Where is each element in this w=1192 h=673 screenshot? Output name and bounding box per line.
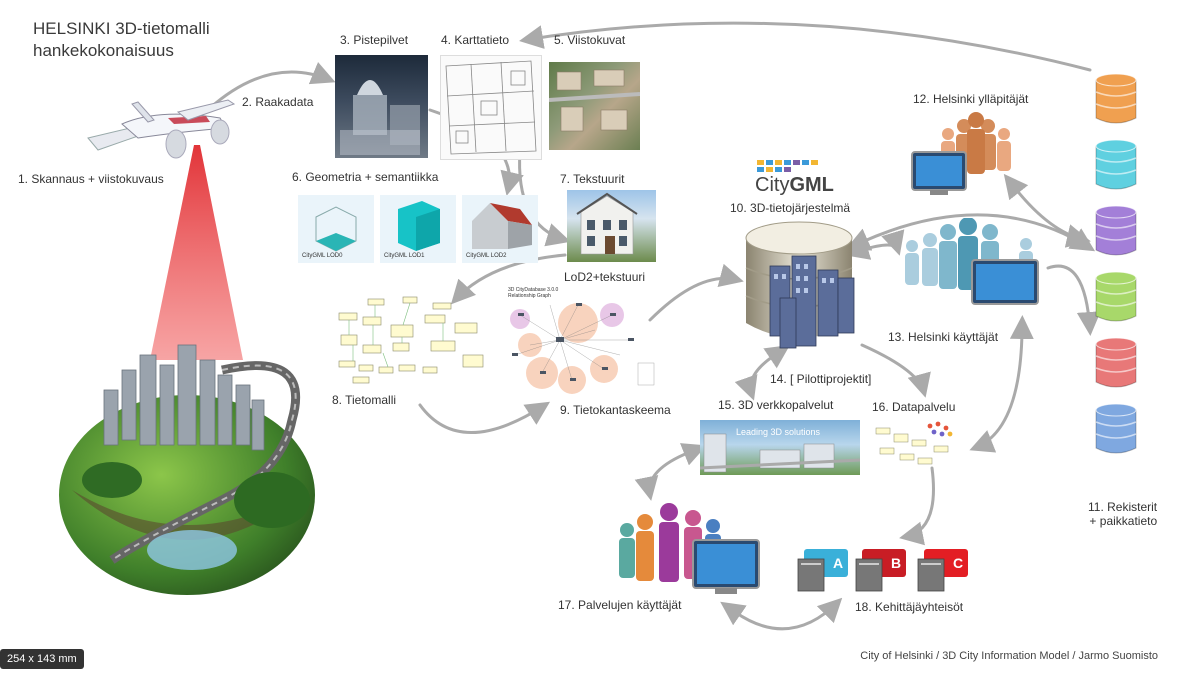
lod2-caption: CityGML LOD2 xyxy=(466,253,507,259)
data-service-diagram xyxy=(872,420,962,472)
label-info-system: 10. 3D-tietojärjestelmä xyxy=(730,201,851,215)
web-services-screenshot: Leading 3D solutions xyxy=(700,420,860,475)
map-data-image xyxy=(440,55,542,160)
badge-b: B xyxy=(890,555,902,571)
maintainers-icon xyxy=(908,112,1033,197)
label-service-users: 17. Palvelujen käyttäjät xyxy=(558,598,682,612)
label-pilot: 14. [ Pilottiprojektit] xyxy=(770,372,872,386)
lod1-caption: CityGML LOD1 xyxy=(384,253,425,259)
lod0-image: CityGML LOD0 xyxy=(298,195,374,263)
dimensions-badge: 254 x 143 mm xyxy=(0,649,84,669)
label-data-service: 16. Datapalvelu xyxy=(872,400,956,414)
credit-text: City of Helsinki / 3D City Information M… xyxy=(860,650,1158,662)
badge-a: A xyxy=(832,555,844,571)
scan-beam xyxy=(150,145,245,360)
label-maintainers: 12. Helsinki ylläpitäjät xyxy=(913,92,1029,106)
lod0-caption: CityGML LOD0 xyxy=(302,253,343,259)
register-database-icon xyxy=(1095,73,1137,124)
citygml-logo: CityGML xyxy=(755,158,835,198)
label-web-services: 15. 3D verkkopalvelut xyxy=(718,398,834,412)
register-database-icon xyxy=(1095,139,1137,190)
label-users: 13. Helsinki käyttäjät xyxy=(888,330,999,344)
label-point-clouds: 3. Pistepilvet xyxy=(340,33,409,47)
citygml-prefix: City xyxy=(755,174,790,196)
globe-city-illustration xyxy=(52,330,324,600)
register-database-icon xyxy=(1095,271,1137,322)
schema-caption-2: Relationship Graph xyxy=(508,293,551,299)
page-title: HELSINKI 3D-tietomalli hankekokonaisuus xyxy=(33,18,210,62)
label-raw-data: 2. Raakadata xyxy=(242,95,314,109)
register-database-icon xyxy=(1095,337,1137,388)
texture-image xyxy=(567,190,656,262)
airplane-illustration xyxy=(78,92,248,162)
citygml-suffix: GML xyxy=(789,174,834,196)
title-line-2: hankekokonaisuus xyxy=(33,41,174,60)
lod1-image: CityGML LOD1 xyxy=(380,195,456,263)
point-cloud-image xyxy=(335,55,428,158)
label-data-model: 8. Tietomalli xyxy=(332,393,397,407)
label-geometry: 6. Geometria + semantiikka xyxy=(292,170,439,184)
oblique-image xyxy=(548,62,641,150)
label-db-schema: 9. Tietokantaskeema xyxy=(560,403,671,417)
label-registers: 11. Rekisterit + paikkatieto xyxy=(1088,500,1157,528)
developer-servers-icon: A B C xyxy=(796,545,976,595)
label-textures: 7. Tekstuurit xyxy=(560,172,625,186)
register-database-icon xyxy=(1095,205,1137,256)
label-map-data: 4. Karttatieto xyxy=(441,33,510,47)
title-line-1: HELSINKI 3D-tietomalli xyxy=(33,19,210,38)
label-registers-line2: + paikkatieto xyxy=(1089,514,1158,528)
database-schema-diagram: 3D CityDatabase 3.0.0 Relationship Graph xyxy=(500,285,660,400)
label-oblique-images: 5. Viistokuvat xyxy=(554,33,626,47)
web-banner-text: Leading 3D solutions xyxy=(736,427,821,437)
data-model-diagram xyxy=(333,295,493,390)
database-city-icon xyxy=(740,218,865,353)
lod2-image: CityGML LOD2 xyxy=(462,195,538,263)
label-registers-line1: 11. Rekisterit xyxy=(1088,500,1158,514)
schema-caption-1: 3D CityDatabase 3.0.0 xyxy=(508,287,559,293)
service-users-icon xyxy=(615,500,765,600)
badge-c: C xyxy=(952,555,964,571)
users-icon xyxy=(900,217,1050,310)
label-lod2-texture: LoD2+tekstuuri xyxy=(564,270,646,284)
label-scan: 1. Skannaus + viistokuvaus xyxy=(18,172,164,186)
label-developers: 18. Kehittäjäyhteisöt xyxy=(855,600,964,614)
register-database-icon xyxy=(1095,403,1137,454)
register-databases xyxy=(1092,70,1140,480)
